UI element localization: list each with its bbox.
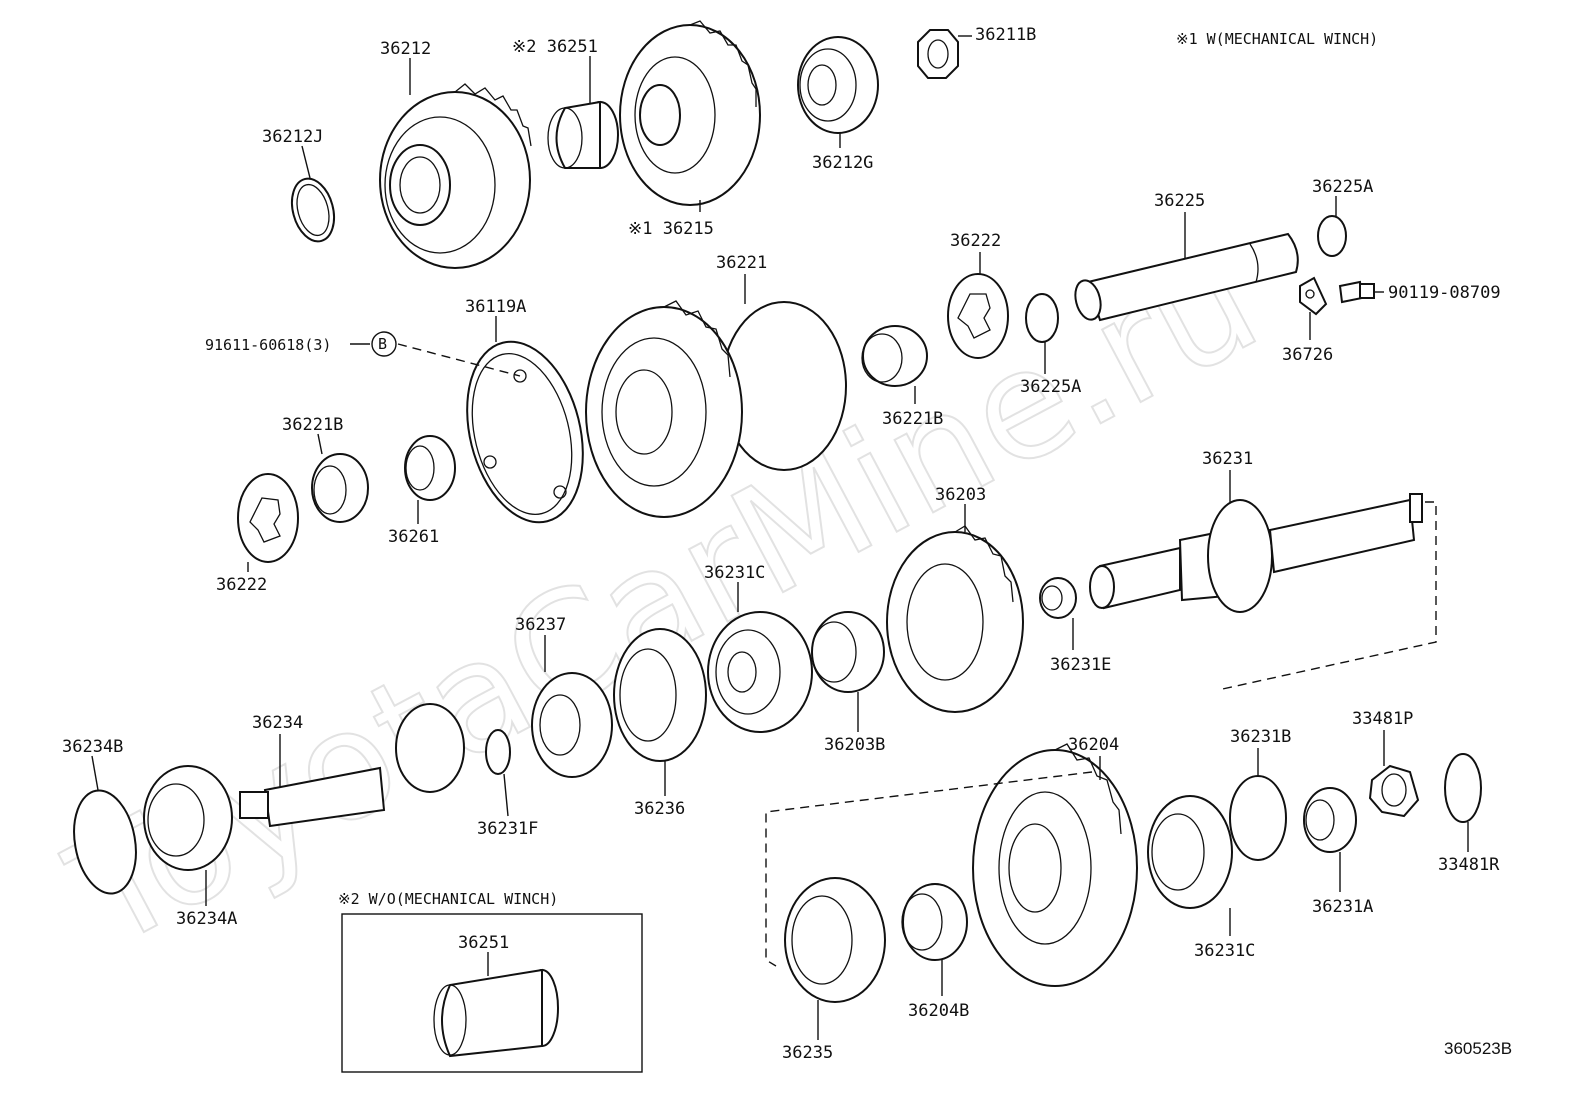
part-label-36204b: 36204B xyxy=(908,1001,969,1021)
part-label-36231f: 36231F xyxy=(477,819,538,839)
part-label-36234b: 36234B xyxy=(62,737,123,757)
part-label-36221b-right: 36221B xyxy=(882,409,943,429)
option-box xyxy=(341,913,643,1073)
part-label-36234: 36234 xyxy=(252,713,303,733)
reference-circle-b xyxy=(371,331,397,357)
reference-letter-b: B xyxy=(378,335,387,353)
part-label-36234a: 36234A xyxy=(176,909,237,929)
part-label-36225a-top: 36225A xyxy=(1312,177,1373,197)
part-label-36225a-mid: 36225A xyxy=(1020,377,1081,397)
part-label-36203b: 36203B xyxy=(824,735,885,755)
part-label-36119a: 36119A xyxy=(465,297,526,317)
part-label-36231e: 36231E xyxy=(1050,655,1111,675)
part-label-36231b: 36231B xyxy=(1230,727,1291,747)
part-label-36231a: 36231A xyxy=(1312,897,1373,917)
note-with-mechanical-winch: ※1 W(MECHANICAL WINCH) xyxy=(1176,30,1378,48)
part-label-36225: 36225 xyxy=(1154,191,1205,211)
part-label-36231c-top: 36231C xyxy=(704,563,765,583)
part-label-36235: 36235 xyxy=(782,1043,833,1063)
part-label-36222-bottom: 36222 xyxy=(216,575,267,595)
part-labels: 36212 36212J ※2 36251 ※1 36215 36212G 36… xyxy=(62,25,1512,1063)
part-label-36231c-bottom: 36231C xyxy=(1194,941,1255,961)
part-label-36221b-left: 36221B xyxy=(282,415,343,435)
part-label-36222-top: 36222 xyxy=(950,231,1001,251)
part-label-36204: 36204 xyxy=(1068,735,1119,755)
part-label-36221: 36221 xyxy=(716,253,767,273)
part-label-36236: 36236 xyxy=(634,799,685,819)
part-label-36212j: 36212J xyxy=(262,127,323,147)
part-label-36203: 36203 xyxy=(935,485,986,505)
leader-lines xyxy=(91,35,1469,1040)
part-label-91611-60618: 91611-60618(3) xyxy=(205,336,331,354)
part-label-36261: 36261 xyxy=(388,527,439,547)
assembly-dash-line xyxy=(1217,501,1437,691)
part-label-33481p: 33481P xyxy=(1352,709,1413,729)
assembly-dash-line-lower xyxy=(765,771,1093,967)
part-label-36251-top: ※2 36251 xyxy=(512,37,598,57)
part-label-90119-08709: 90119-08709 xyxy=(1388,283,1501,303)
part-label-36212g: 36212G xyxy=(812,153,873,173)
note-without-mechanical-winch: ※2 W/O(MECHANICAL WINCH) xyxy=(338,890,558,908)
part-label-36215: ※1 36215 xyxy=(628,219,714,239)
part-label-36237: 36237 xyxy=(515,615,566,635)
drawing-number: 360523B xyxy=(1444,1039,1512,1058)
part-shapes xyxy=(73,20,1482,1058)
part-label-36212: 36212 xyxy=(380,39,431,59)
part-label-36726: 36726 xyxy=(1282,345,1333,365)
part-label-36211b: 36211B xyxy=(975,25,1036,45)
part-label-36231: 36231 xyxy=(1202,449,1253,469)
part-label-33481r: 33481R xyxy=(1438,855,1500,875)
part-label-36251-box: 36251 xyxy=(458,933,509,953)
